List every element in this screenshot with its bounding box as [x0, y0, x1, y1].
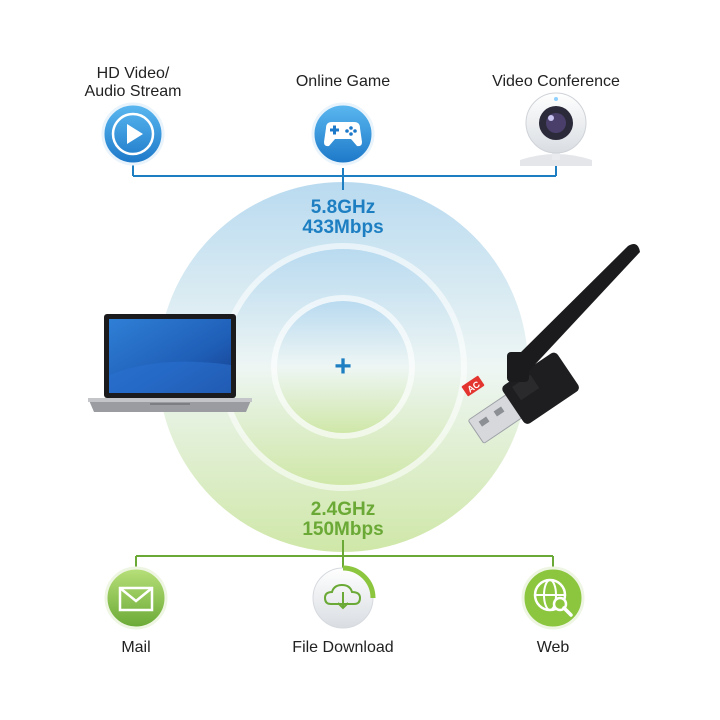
cloud-download-icon [312, 565, 376, 629]
usb-wifi-adapter-image: AC [461, 244, 640, 444]
feature-label-video-audio: HD Video/ Audio Stream [63, 65, 203, 101]
feature-label-video-conference: Video Conference [492, 73, 620, 90]
band-5g-speed: 433Mbps [302, 217, 384, 238]
feature-label-video-audio-line2: Audio Stream [84, 83, 182, 100]
web-search-icon [521, 566, 585, 630]
laptop-image [88, 314, 252, 412]
feature-label-mail: Mail [121, 639, 151, 656]
band-24g-speed: 150Mbps [302, 519, 384, 540]
band-24g-frequency: 2.4GHz [310, 499, 376, 520]
center-plus-symbol: + [334, 350, 352, 383]
play-icon [101, 102, 165, 166]
mail-icon [104, 566, 168, 630]
band-5g-frequency: 5.8GHz [310, 197, 376, 218]
signal-ring-inner-fill [277, 301, 409, 433]
gamepad-icon [311, 102, 375, 166]
feature-label-video-audio-line1: HD Video/ [96, 65, 170, 82]
feature-label-web: Web [536, 639, 570, 656]
feature-label-online-game: Online Game [295, 73, 391, 90]
webcam-icon [520, 92, 592, 166]
feature-label-file-download: File Download [292, 639, 394, 656]
signal-rings [158, 182, 528, 552]
